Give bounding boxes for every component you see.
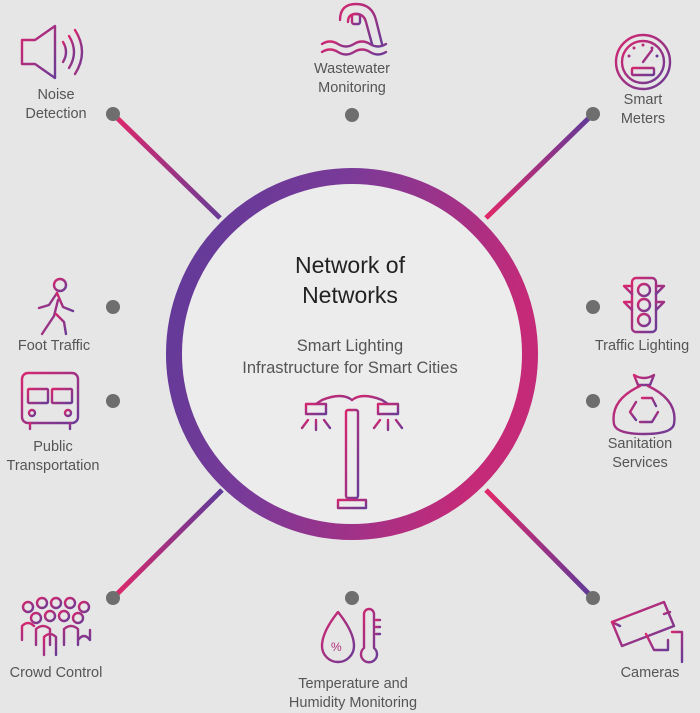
- node-label-line: Transportation: [6, 458, 100, 474]
- street-lamp-icon: [300, 394, 404, 510]
- center-subtitle: Smart Lighting Infrastructure for Smart …: [195, 335, 505, 379]
- dot-public-transport: [106, 394, 120, 408]
- svg-text:%: %: [331, 640, 342, 654]
- node-label-line: Wastewater: [313, 61, 390, 77]
- speedometer-meter-icon: [614, 33, 672, 91]
- node-label-line: Services: [612, 455, 668, 471]
- node-label-traffic-lighting: Traffic Lighting: [584, 337, 700, 356]
- node-label-line: Detection: [25, 106, 87, 122]
- spokes: [111, 112, 595, 600]
- node-label-smart-meters: Smart Meters: [598, 91, 688, 129]
- thermometer-drop-icon: %: [320, 607, 382, 664]
- node-label-wastewater: Wastewater Monitoring: [282, 60, 422, 98]
- speaker-icon: [20, 24, 84, 80]
- node-label-line: Meters: [620, 111, 666, 127]
- spoke-noise: [111, 112, 222, 220]
- center-subtitle-line1: Smart Lighting: [296, 337, 404, 355]
- dot-foot-traffic: [106, 300, 120, 314]
- node-label-line: Public: [33, 439, 73, 455]
- node-label-temperature: Temperature and Humidity Monitoring: [268, 675, 438, 713]
- dot-wastewater: [345, 108, 359, 122]
- spoke-crowd-control: [111, 488, 224, 600]
- recycling-bag-icon: [612, 373, 676, 436]
- node-label-crowd-control: Crowd Control: [0, 664, 112, 683]
- dot-crowd-control: [106, 591, 120, 605]
- node-label-line: Humidity Monitoring: [288, 695, 418, 711]
- walking-person-icon: [37, 277, 75, 336]
- node-label-noise: Noise Detection: [10, 86, 102, 124]
- node-label-line: Monitoring: [318, 80, 386, 96]
- node-label-line: Noise: [37, 87, 75, 103]
- node-label-line: Temperature and: [298, 676, 408, 692]
- dot-temperature: [345, 591, 359, 605]
- security-camera-icon: [610, 600, 684, 664]
- spoke-cameras: [484, 488, 595, 600]
- node-label-line: Foot Traffic: [17, 338, 91, 354]
- center-title: Network of Networks: [200, 250, 500, 310]
- dot-traffic-lighting: [586, 300, 600, 314]
- center-title-line1: Network of: [295, 252, 405, 278]
- wastewater-pipe-icon: [320, 2, 388, 56]
- dot-smart-meters: [586, 107, 600, 121]
- center-title-line2: Networks: [302, 282, 398, 308]
- central-ring: [166, 168, 538, 540]
- bus-icon: [20, 371, 80, 431]
- node-label-sanitation: Sanitation Services: [592, 435, 688, 473]
- spoke-dots: [106, 107, 600, 605]
- node-label-line: Sanitation: [607, 436, 673, 452]
- spoke-smart-meters: [484, 112, 595, 220]
- node-label-line: Traffic Lighting: [594, 338, 690, 354]
- node-label-line: Crowd Control: [9, 665, 103, 681]
- dot-cameras: [586, 591, 600, 605]
- traffic-light-icon: [622, 276, 666, 342]
- node-label-cameras: Cameras: [610, 664, 690, 683]
- dot-noise: [106, 107, 120, 121]
- center-subtitle-line2: Infrastructure for Smart Cities: [242, 359, 458, 377]
- node-label-public-transport: Public Transportation: [0, 438, 106, 476]
- dot-sanitation: [586, 394, 600, 408]
- node-label-line: Smart: [623, 92, 663, 108]
- node-label-line: Cameras: [620, 665, 680, 681]
- node-label-foot-traffic: Foot Traffic: [4, 337, 104, 356]
- crowd-icon: [20, 596, 92, 657]
